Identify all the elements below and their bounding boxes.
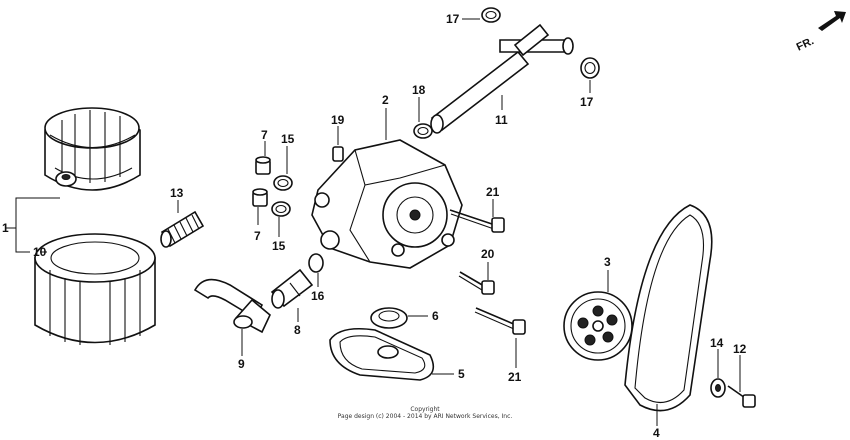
- flange-bolt[interactable]: [449, 209, 505, 233]
- washer[interactable]: [710, 378, 726, 398]
- callout-12: 12: [733, 342, 747, 356]
- oil-seal[interactable]: [370, 307, 408, 329]
- pipe-seal[interactable]: [481, 7, 501, 23]
- callout-8: 8: [294, 323, 301, 337]
- o-ring[interactable]: [271, 201, 291, 217]
- callout-18: 18: [412, 83, 426, 97]
- drive-chain[interactable]: [624, 204, 713, 412]
- callout-7a: 7: [261, 128, 268, 142]
- oil-pump[interactable]: [311, 139, 463, 269]
- callout-20: 20: [481, 247, 495, 261]
- callout-11: 11: [495, 113, 508, 127]
- o-ring[interactable]: [308, 253, 324, 273]
- callout-1: 1: [2, 221, 9, 235]
- flange-bolt[interactable]: [474, 307, 526, 335]
- callout-10: 10: [33, 245, 47, 259]
- callout-17a: 17: [446, 12, 460, 26]
- oil-filter-cap[interactable]: [44, 107, 141, 191]
- callout-21a: 21: [486, 185, 500, 199]
- leader-lines: [40, 18, 741, 426]
- flange-bolt[interactable]: [458, 271, 495, 295]
- pin[interactable]: [332, 146, 344, 162]
- callout-15b: 15: [272, 239, 286, 253]
- dowel-pin[interactable]: [255, 156, 271, 175]
- callout-17b: 17: [580, 95, 594, 109]
- callout-6: 6: [432, 309, 439, 323]
- callout-14: 14: [710, 336, 724, 350]
- threaded-stud[interactable]: [160, 210, 205, 248]
- callout-4: 4: [653, 426, 660, 440]
- callout-numbers: 1 2 3 4 5 6 7 7 8 9 10 11 12 13 14 15 15…: [2, 12, 747, 440]
- callout-21b: 21: [508, 370, 522, 384]
- copyright-notice: Page design (c) 2004 - 2014 by ARI Netwo…: [337, 413, 513, 420]
- callout-13: 13: [170, 186, 184, 200]
- pump-sprocket[interactable]: [563, 291, 633, 361]
- callout-9: 9: [238, 357, 245, 371]
- front-direction-arrow: FR.: [795, 11, 846, 54]
- dowel-pin[interactable]: [252, 188, 268, 207]
- callout-19: 19: [331, 113, 345, 127]
- oil-pipe[interactable]: [430, 23, 574, 134]
- strainer-screen[interactable]: [329, 327, 435, 381]
- pipe-seal[interactable]: [580, 57, 600, 79]
- sprocket-bolt[interactable]: [727, 385, 756, 408]
- callout-7b: 7: [254, 229, 261, 243]
- joint-pipe[interactable]: [270, 268, 314, 309]
- oil-filter[interactable]: [34, 233, 156, 345]
- callout-3: 3: [604, 255, 611, 269]
- callout-2: 2: [382, 93, 389, 107]
- copyright-line: Copyright: [410, 406, 440, 413]
- callout-15a: 15: [281, 132, 295, 146]
- callout-bracket: [15, 197, 60, 253]
- oil-strainer[interactable]: [193, 278, 271, 334]
- callout-16: 16: [311, 289, 325, 303]
- front-direction-label: FR.: [795, 35, 816, 53]
- callout-5: 5: [458, 367, 465, 381]
- o-ring[interactable]: [413, 123, 433, 139]
- o-ring[interactable]: [273, 175, 293, 191]
